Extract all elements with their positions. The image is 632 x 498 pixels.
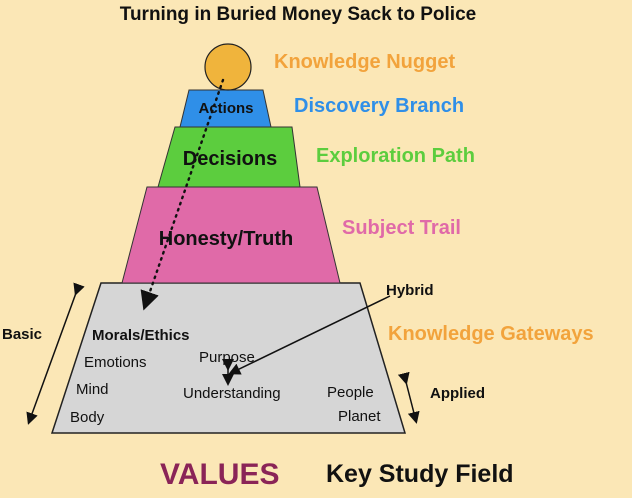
body-item: Body (70, 409, 105, 426)
emotions-item: Emotions (84, 354, 147, 371)
mind-item: Mind (76, 381, 109, 398)
decisions-label: Decisions (183, 148, 277, 170)
exploration-path-label: Exploration Path (316, 145, 475, 167)
actions-label: Actions (198, 100, 253, 117)
applied-range-arrow (397, 371, 420, 424)
subject-trail-label: Subject Trail (342, 217, 461, 239)
key-study-field-label: Key Study Field (326, 460, 514, 488)
basic-range-arrow (26, 282, 85, 425)
hybrid-pointer-arrow (228, 295, 391, 375)
values-label: VALUES (160, 458, 279, 491)
applied-label: Applied (430, 385, 485, 402)
morals-ethics-item: Morals/Ethics (92, 327, 190, 344)
understanding-item: Understanding (183, 385, 281, 402)
basic-label: Basic (2, 326, 42, 343)
knowledge-gateways-label: Knowledge Gateways (388, 323, 594, 345)
actions-tier (179, 89, 272, 128)
honesty-truth-label: Honesty/Truth (159, 228, 293, 250)
people-item: People (327, 384, 374, 401)
knowledge-nugget-circle (204, 43, 252, 91)
diagram-title: Turning in Buried Money Sack to Police (120, 4, 476, 25)
knowledge-nugget-label: Knowledge Nugget (274, 51, 455, 73)
purpose-item: Purpose (199, 349, 255, 366)
planet-item: Planet (338, 408, 381, 425)
dotted-path-arrow (140, 78, 225, 311)
hybrid-label: Hybrid (386, 282, 434, 299)
discovery-branch-label: Discovery Branch (294, 95, 464, 117)
